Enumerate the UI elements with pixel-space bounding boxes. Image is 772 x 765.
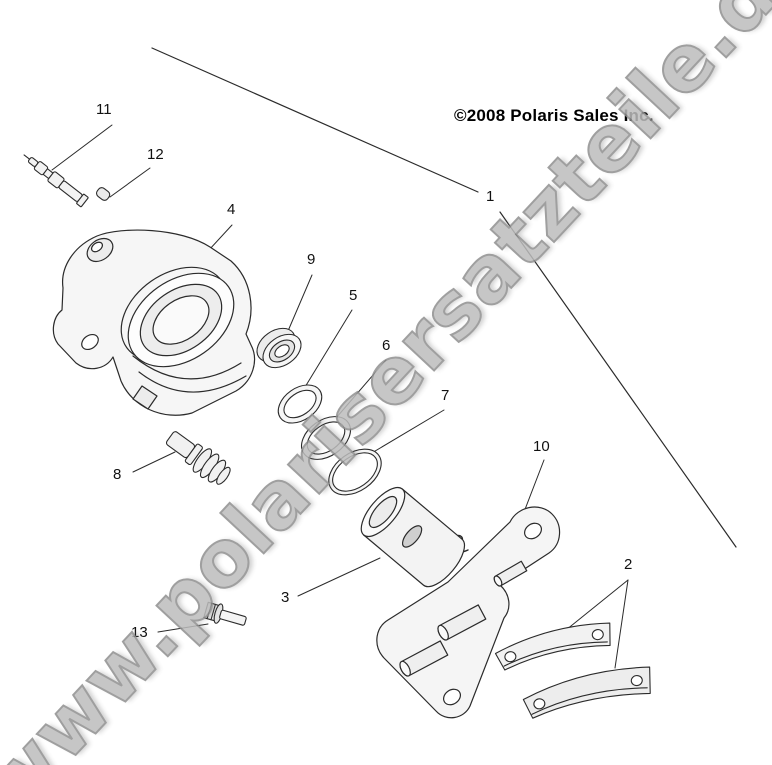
bracket-stud-drawing (493, 560, 528, 587)
callout-label-1: 1 (486, 188, 495, 205)
assembly-reference-line (151, 47, 737, 548)
seal-stack-drawing (256, 327, 302, 369)
callout-label-2: 2 (624, 556, 633, 573)
piston-drawing (360, 486, 466, 588)
callout-label-12: 12 (147, 146, 164, 163)
bracket-pin-drawing (399, 640, 449, 677)
callout-label-3: 3 (281, 589, 290, 606)
o-ring-drawing (277, 384, 323, 424)
retaining-ring-drawing (328, 448, 382, 496)
caliper-body-drawing (52, 229, 256, 416)
callout-label-13: 13 (131, 624, 148, 641)
callout-label-9: 9 (307, 251, 316, 268)
copyright-text: ©2008 Polaris Sales Inc. (454, 106, 654, 125)
brake-pad-inner-drawing (522, 666, 651, 719)
bracket-pin-drawing (437, 604, 487, 641)
callout-label-10: 10 (533, 438, 550, 455)
callout-label-8: 8 (113, 466, 122, 483)
callout-label-11: 11 (96, 101, 112, 118)
brake-pad-outer-drawing (494, 622, 611, 671)
bolt-drawing (203, 601, 247, 626)
callout-label-4: 4 (227, 201, 236, 218)
bleeder-screw-drawing (23, 154, 89, 208)
piston-plug-drawing (165, 431, 231, 485)
callout-label-5: 5 (349, 287, 358, 304)
leader-lines (51, 124, 629, 669)
callout-label-6: 6 (382, 337, 391, 354)
callout-label-7: 7 (441, 387, 450, 404)
bleeder-cap-drawing (95, 187, 111, 201)
seal-ring-drawing (301, 416, 351, 460)
